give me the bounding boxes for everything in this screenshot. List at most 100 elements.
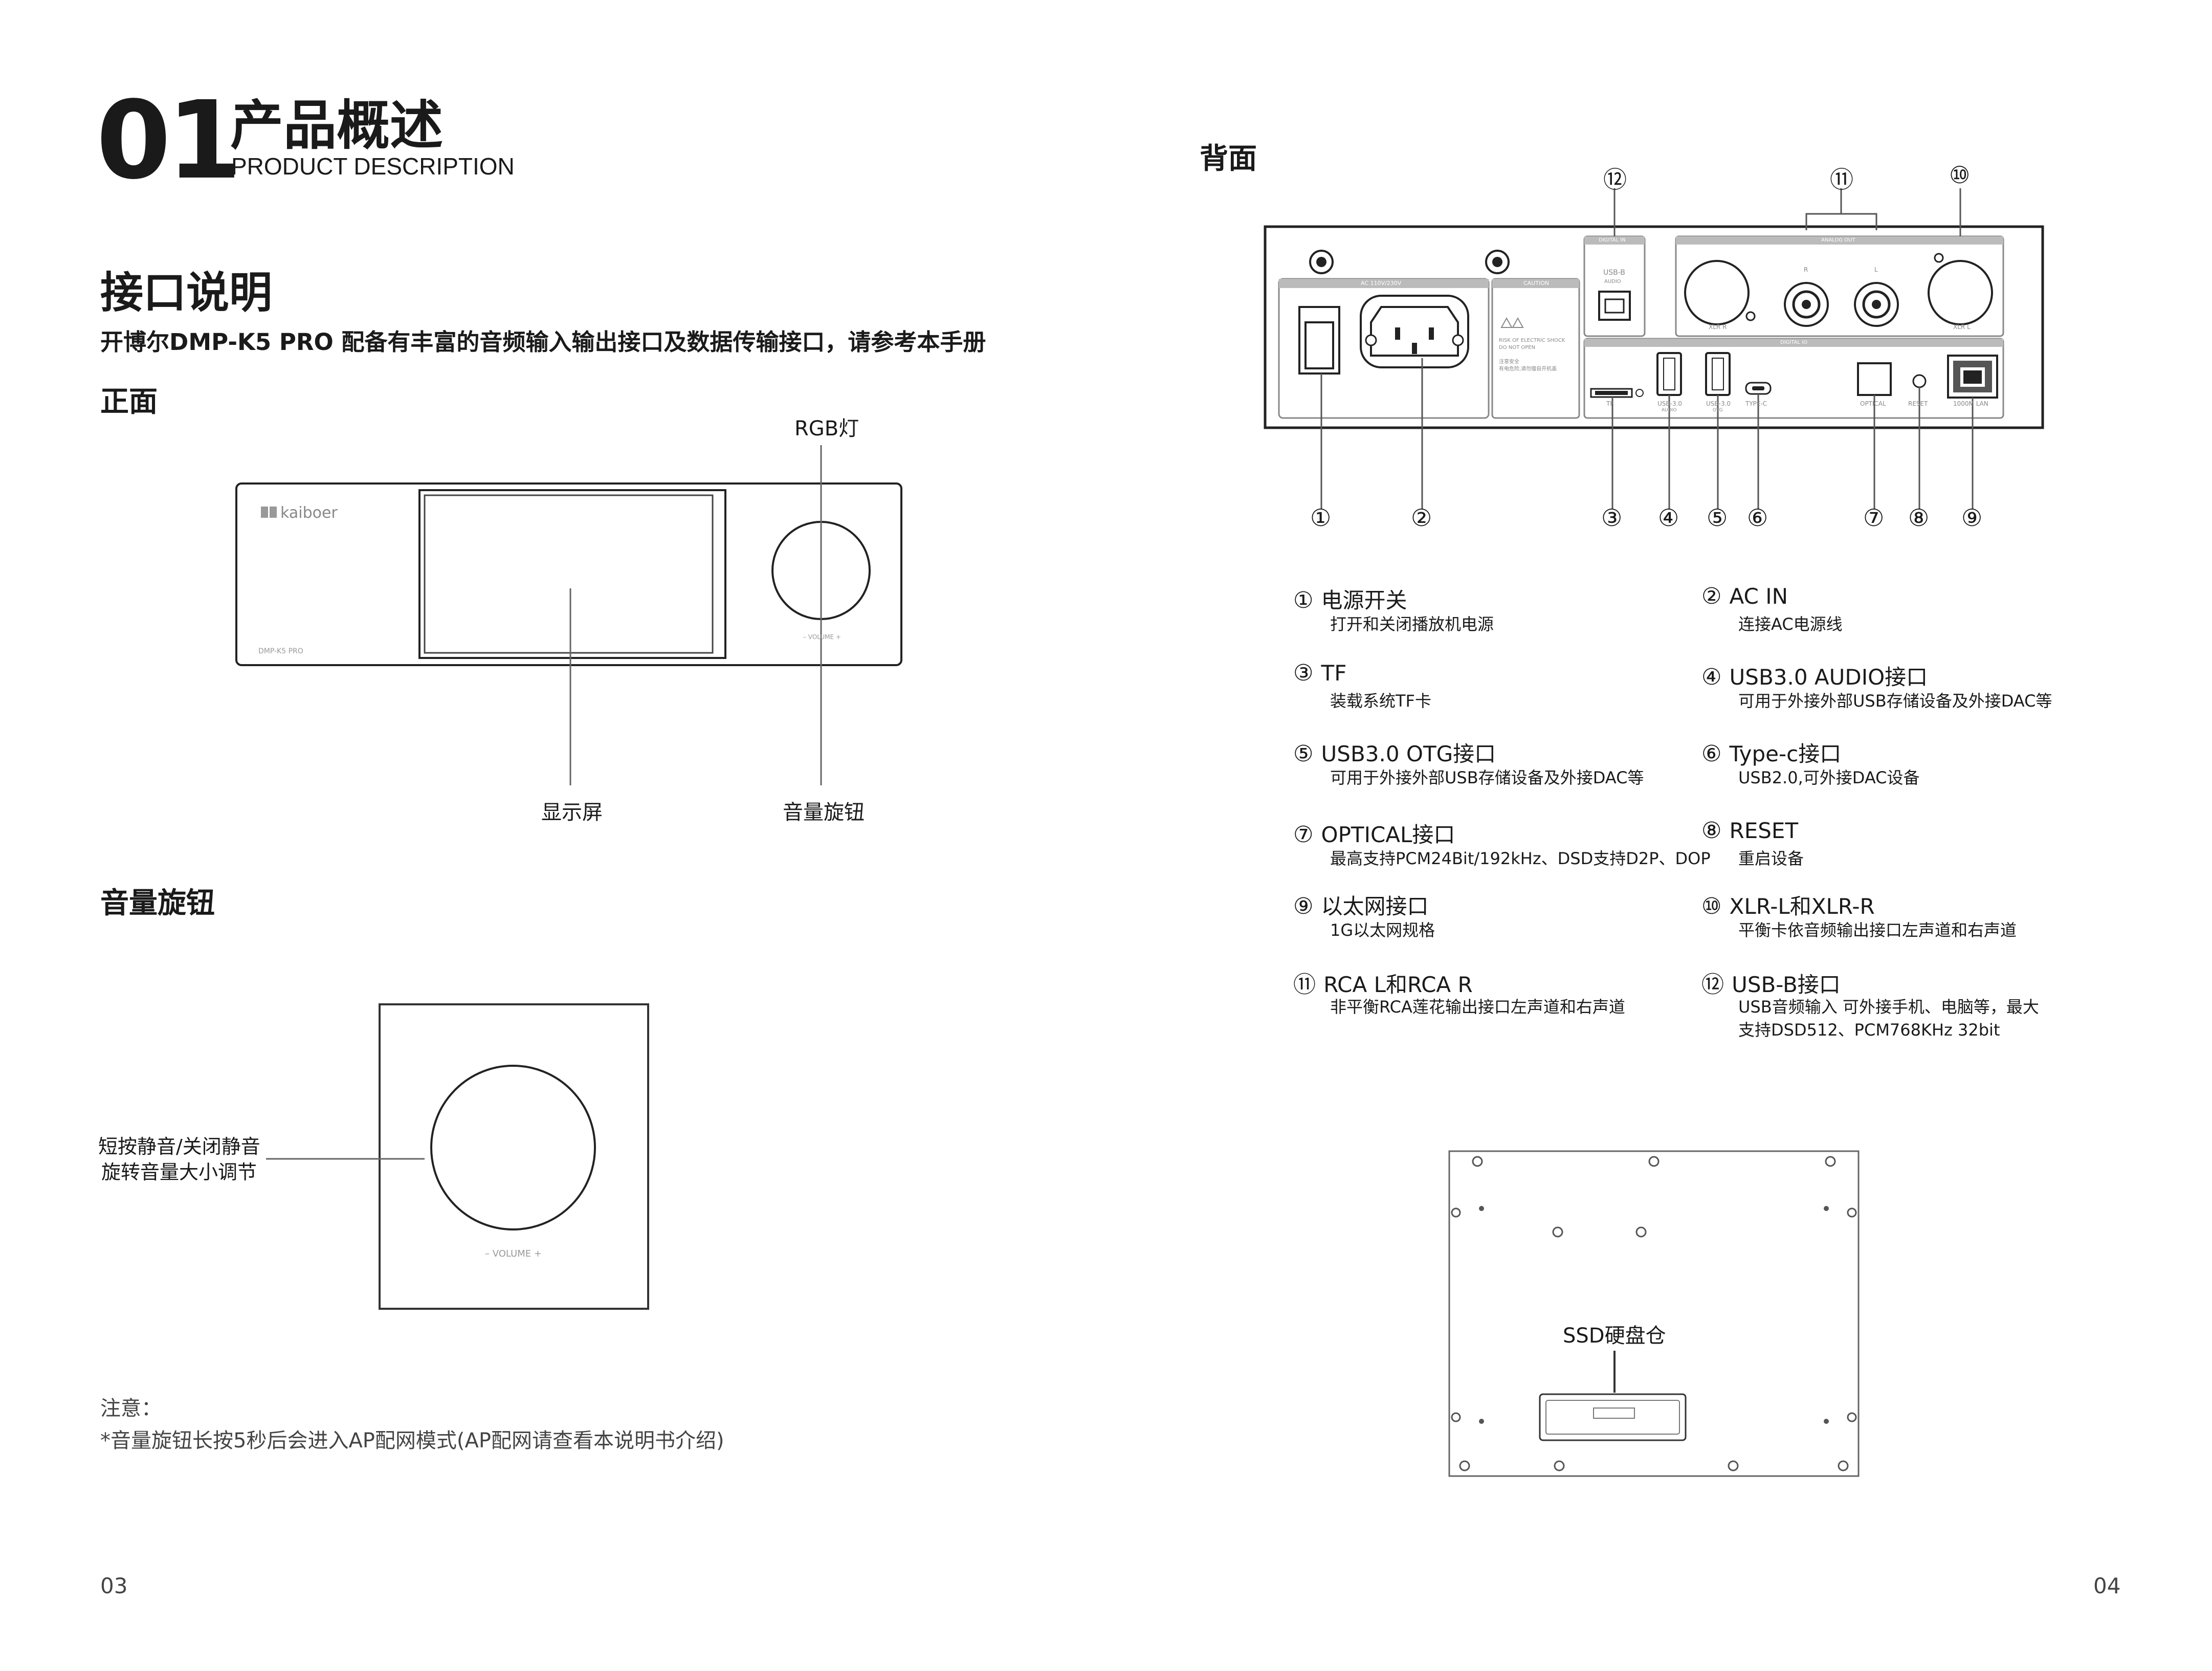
legend-num: ⑩ <box>1701 893 1722 919</box>
legend-desc: USB音频输入 可外接手机、电脑等，最大 <box>1738 997 2039 1017</box>
legend-item-1: ① 电源开关 <box>1293 583 1407 614</box>
legend-item-5: ⑤ USB3.0 OTG接口 <box>1293 737 1496 768</box>
legend-num: ⑨ <box>1293 893 1314 919</box>
rca-l-label: L <box>1874 266 1878 273</box>
rear-heading: 背面 <box>1200 142 1257 175</box>
legend-num: ⑪ <box>1293 972 1316 998</box>
ssd-bay-label: SSD硬盘仓 <box>1563 1324 1666 1348</box>
legend-num: ① <box>1293 587 1314 613</box>
legend-title: AC IN <box>1729 584 1788 609</box>
legend-item-12: ⑫ USB-B接口 <box>1701 966 1841 999</box>
legend-title: RESET <box>1729 818 1799 843</box>
legend-num: ④ <box>1701 664 1722 690</box>
callout-number-3: ③ <box>1601 504 1623 532</box>
callout-number-11: ⑪ <box>1830 166 1853 193</box>
lan-port-label: 1000M LAN <box>1953 400 1988 407</box>
front-knob-caption: – VOLUME + <box>803 633 841 641</box>
caution-text-4: 有电危险,请勿擅自开机盖 <box>1499 366 1557 372</box>
front-heading: 正面 <box>100 385 158 419</box>
legend-desc: 重启设备 <box>1738 849 1804 868</box>
usb30-otg-label: USB-3.0 <box>1706 400 1731 407</box>
callout-number-8: ⑧ <box>1908 504 1930 532</box>
legend-desc: 可用于外接外部USB存储设备及外接DAC等 <box>1738 691 2052 711</box>
legend-title: 以太网接口 <box>1321 894 1429 919</box>
page-number-right: 04 <box>2093 1573 2121 1598</box>
legend-num: ② <box>1701 583 1722 609</box>
callout-number-7: ⑦ <box>1863 504 1885 532</box>
legend-item-8: ⑧ RESET <box>1701 818 1798 844</box>
reset-port-label: RESET <box>1908 400 1928 407</box>
legend-desc: 平衡卡依音频输出接口左声道和右声道 <box>1738 920 2017 940</box>
knob-note-line2: 旋转音量大小调节 <box>101 1161 257 1183</box>
typec-port-label: TYPE-C <box>1745 400 1767 407</box>
section-number: 01 <box>96 78 241 203</box>
legend-num: ⑥ <box>1701 741 1722 767</box>
legend-item-6: ⑥ Type-c接口 <box>1701 737 1841 768</box>
legend-num: ⑦ <box>1293 822 1314 848</box>
usb-b-port-label: USB-B <box>1603 269 1625 277</box>
legend-num: ③ <box>1293 660 1314 686</box>
callout-number-12: ⑫ <box>1603 166 1627 193</box>
callout-number-9: ⑨ <box>1961 504 1983 532</box>
callout-number-4: ④ <box>1658 504 1679 532</box>
optical-port-label: OPTICAL <box>1860 400 1886 407</box>
legend-desc: 可用于外接外部USB存储设备及外接DAC等 <box>1330 768 1644 787</box>
legend-num: ⑤ <box>1293 741 1314 767</box>
interface-heading: 接口说明 <box>100 268 273 318</box>
legend-title: 电源开关 <box>1321 588 1407 613</box>
legend-desc: 最高支持PCM24Bit/192kHz、DSD支持D2P、DOP <box>1330 849 1711 868</box>
legend-item-10: ⑩ XLR-L和XLR-R <box>1701 889 1875 920</box>
caution-text-2: DO NOT OPEN <box>1499 345 1536 350</box>
legend-item-9: ⑨ 以太网接口 <box>1293 889 1429 920</box>
knob-label: 音量旋钮 <box>783 801 865 824</box>
legend-title: USB-B接口 <box>1732 972 1841 997</box>
section-subtitle: PRODUCT DESCRIPTION <box>231 153 515 180</box>
tf-port-label: TF <box>1606 400 1614 407</box>
section-divider <box>214 105 216 177</box>
page-number-left: 03 <box>100 1573 128 1598</box>
usb30-audio-label: USB-3.0 <box>1657 400 1683 407</box>
legend-title: XLR-L和XLR-R <box>1729 894 1875 919</box>
digital-io-label: DIGITAL IO <box>1780 340 1808 345</box>
usb30-otg-sublabel: OTG <box>1713 408 1723 413</box>
intro-text: 开博尔DMP-K5 PRO 配备有丰富的音频输入输出接口及数据传输接口，请参考本… <box>100 328 986 356</box>
legend-title: USB3.0 OTG接口 <box>1321 741 1496 766</box>
rgb-light-label: RGB灯 <box>794 417 859 441</box>
knob-heading: 音量旋钮 <box>100 887 215 920</box>
legend-desc-continued: 支持DSD512、PCM768KHz 32bit <box>1738 1020 2000 1040</box>
digital-in-label: DIGITAL IN <box>1599 237 1626 243</box>
knob-detail-caption: – VOLUME + <box>485 1248 542 1259</box>
ac-section-label: AC 110V/230V <box>1361 280 1402 287</box>
section-title: 产品概述 <box>230 94 444 157</box>
caution-text-3: 注意安全 <box>1499 359 1519 365</box>
analog-out-label: ANALOG OUT <box>1821 237 1855 243</box>
legend-desc: 连接AC电源线 <box>1738 614 1843 634</box>
caution-label: CAUTION <box>1523 280 1550 287</box>
caution-text-1: RISK OF ELECTRIC SHOCK <box>1499 338 1565 343</box>
usb30-audio-sublabel: AUDIO <box>1662 408 1677 413</box>
callout-number-5: ⑤ <box>1707 504 1728 532</box>
legend-item-4: ④ USB3.0 AUDIO接口 <box>1701 660 1928 691</box>
xlr-l-label: XLR L <box>1953 323 1971 331</box>
callout-number-10: ⑩ <box>1949 161 1971 189</box>
legend-desc: USB2.0,可外接DAC设备 <box>1738 768 1920 787</box>
note-text: *音量旋钮长按5秒后会进入AP配网模式(AP配网请查看本说明书介绍) <box>100 1429 724 1453</box>
legend-title: OPTICAL接口 <box>1321 822 1455 847</box>
knob-note-line1: 短按静音/关闭静音 <box>98 1135 260 1158</box>
legend-item-3: ③ TF <box>1293 660 1346 686</box>
rca-r-label: R <box>1804 266 1808 273</box>
legend-title: TF <box>1321 661 1347 686</box>
xlr-r-label: XLR R <box>1709 323 1727 331</box>
legend-item-7: ⑦ OPTICAL接口 <box>1293 818 1455 849</box>
front-model-label: DMP-K5 PRO <box>258 647 303 655</box>
legend-title: Type-c接口 <box>1729 741 1842 766</box>
legend-desc: 打开和关闭播放机电源 <box>1330 614 1494 634</box>
legend-desc: 装载系统TF卡 <box>1330 691 1431 711</box>
callout-number-6: ⑥ <box>1747 504 1768 532</box>
legend-num: ⑫ <box>1701 972 1724 998</box>
legend-item-11: ⑪ RCA L和RCA R <box>1293 966 1473 999</box>
